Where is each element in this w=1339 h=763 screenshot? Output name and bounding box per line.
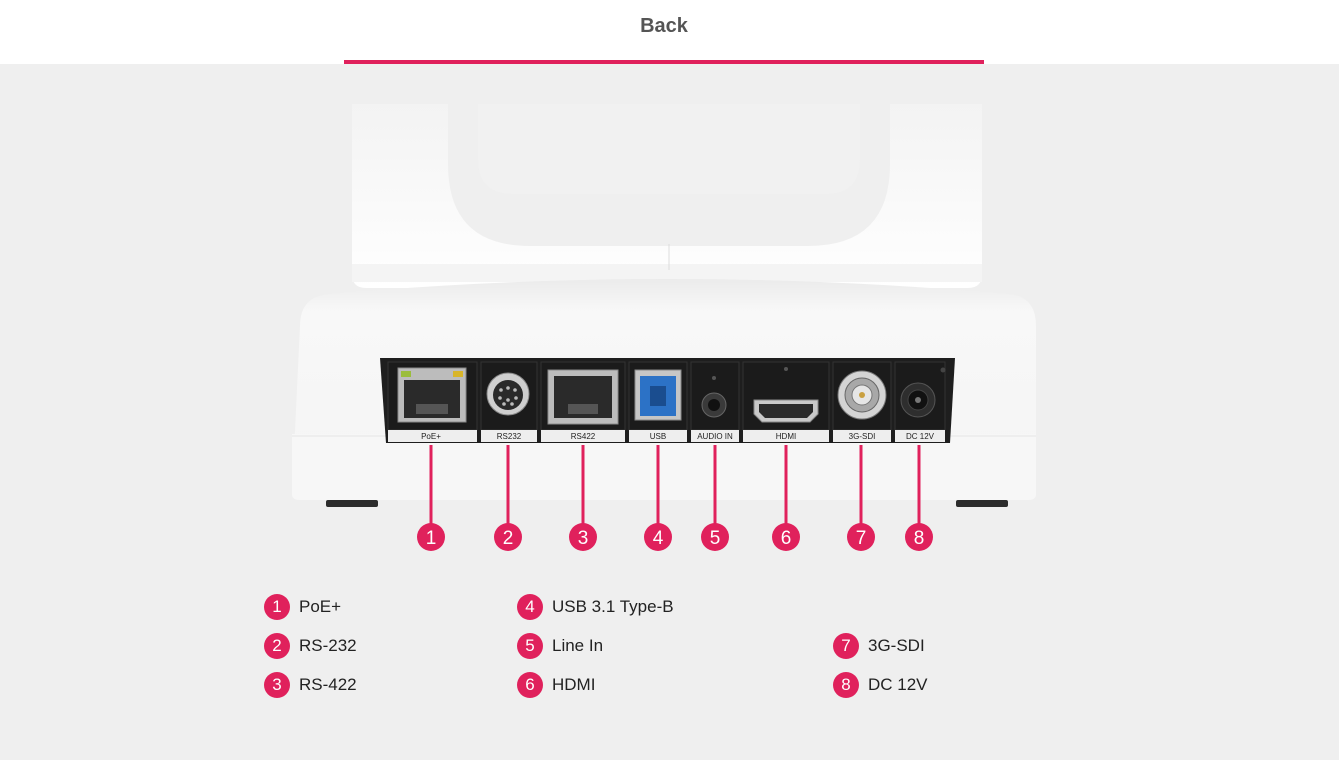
panel-label-poe: PoE+	[421, 432, 441, 441]
port-panel: PoE+ RS232 RS422 USB AUDIO IN HDMI 3G-SD…	[380, 358, 955, 443]
camera-rear-illustration: PoE+ RS232 RS422 USB AUDIO IN HDMI 3G-SD…	[292, 104, 1036, 551]
legend-item-label: DC 12V	[868, 675, 928, 694]
rj45-ethernet-port-icon	[397, 367, 467, 423]
callout-marker-4	[644, 523, 672, 551]
panel-label-audio-in: AUDIO IN	[697, 432, 733, 441]
callout-number-7: 7	[856, 528, 867, 549]
port-label-strips	[388, 430, 945, 442]
callout-number-1: 1	[426, 528, 437, 549]
legend-number-badge: 8	[833, 672, 859, 698]
panel-label-hdmi: HDMI	[776, 432, 796, 441]
bnc-connector-icon	[837, 370, 887, 420]
camera-rear-panel-figure: PoE+ RS232 RS422 USB AUDIO IN HDMI 3G-SD…	[0, 64, 1339, 564]
legend-number-badge: 4	[517, 594, 543, 620]
callout-marker-7	[847, 523, 875, 551]
rj45-port-icon	[547, 369, 619, 425]
legend-number-badge: 5	[517, 633, 543, 659]
callout-number-8: 8	[914, 528, 925, 549]
usb-b-port-icon	[634, 369, 682, 421]
panel-label-dc-12v: DC 12V	[906, 432, 935, 441]
legend-item-label: RS-232	[299, 636, 357, 655]
legend-number-badge: 1	[264, 594, 290, 620]
camera-yoke	[352, 104, 982, 288]
legend-number-badge: 3	[264, 672, 290, 698]
legend-item-label: RS-422	[299, 675, 357, 694]
callout-number-2: 2	[503, 528, 514, 549]
panel-label-3g-sdi: 3G-SDI	[849, 432, 876, 441]
legend-item-label: HDMI	[552, 675, 596, 694]
panel-label-usb: USB	[650, 432, 666, 441]
hdmi-port-icon	[753, 367, 819, 423]
callout-marker-8	[905, 523, 933, 551]
legend-item-label: 3G-SDI	[868, 636, 925, 655]
dc-power-jack-icon	[900, 367, 946, 418]
legend-item-label: Line In	[552, 636, 604, 655]
callout-marker-3	[569, 523, 597, 551]
legend-number-badge: 7	[833, 633, 859, 659]
callout-number-5: 5	[710, 528, 721, 549]
active-tab-underline	[344, 60, 984, 64]
legend-number-badge: 6	[517, 672, 543, 698]
top-bar: Back	[0, 0, 1339, 64]
callout-marker-5	[701, 523, 729, 551]
callout-number-4: 4	[653, 528, 664, 549]
audio-jack-icon	[701, 376, 727, 418]
callout-marker-1	[417, 523, 445, 551]
back-tab-label: Back	[640, 15, 688, 37]
panel-label-rs422: RS422	[571, 432, 596, 441]
callout-number-3: 3	[578, 528, 589, 549]
panel-label-rs232: RS232	[497, 432, 522, 441]
mini-din-port-icon	[486, 372, 530, 416]
legend-number-badge: 2	[264, 633, 290, 659]
callout-marker-2	[494, 523, 522, 551]
callout-marker-6	[772, 523, 800, 551]
legend-item-label: PoE+	[299, 597, 342, 616]
legend-item-label: USB 3.1 Type-B	[552, 597, 674, 616]
callout-number-6: 6	[781, 528, 792, 549]
port-callouts: 1 2 3 4 5 6 7 8	[417, 445, 933, 551]
page-bottom-edge	[0, 760, 1339, 763]
back-tab[interactable]: Back	[344, 0, 984, 64]
